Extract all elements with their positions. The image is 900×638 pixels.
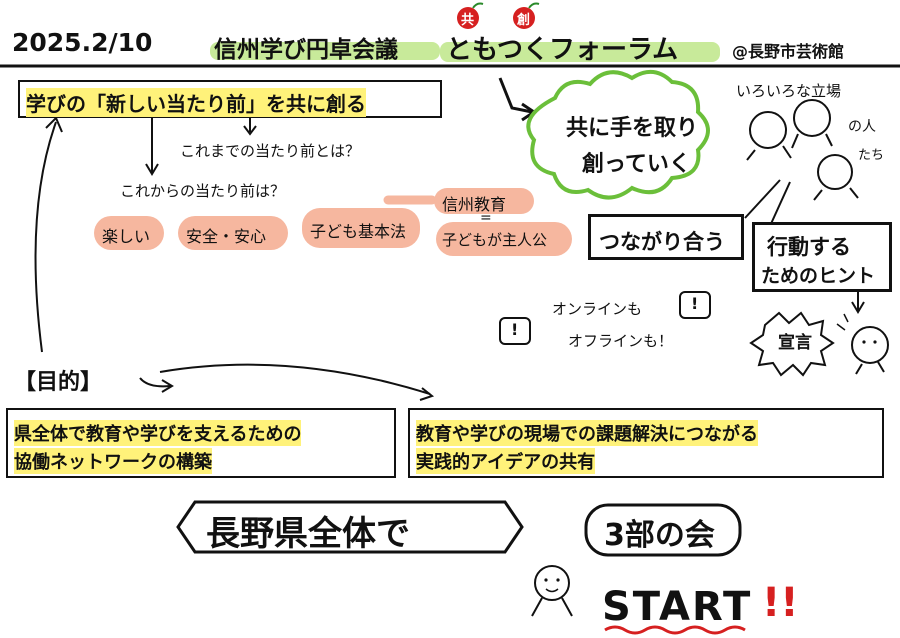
people-line3: たち <box>858 148 885 163</box>
tag-children-law: 子ども基本法 <box>302 208 420 248</box>
tag-safe: 安全・安心 <box>178 216 288 250</box>
hint-box: 行動する ためのヒント <box>752 222 892 292</box>
start-exclaim: !! <box>762 580 799 626</box>
cloud-line2: 創っていく <box>582 152 691 177</box>
conference-highlight <box>210 42 440 60</box>
declaration-burst <box>749 311 835 377</box>
connect-box: つながり合う <box>588 214 744 260</box>
three-parts-text: 3部の会 <box>604 518 715 553</box>
arrow-to-cloud <box>498 77 533 114</box>
forum-title-highlight <box>440 42 720 62</box>
connect-text: つながり合う <box>599 230 725 254</box>
tag-fun: 楽しい <box>94 216 164 250</box>
tsuku-circle <box>513 7 535 29</box>
people-group <box>746 99 859 201</box>
loop-arrow <box>34 121 57 353</box>
venue: @長野市芸術館 <box>732 42 845 61</box>
banner-shape <box>176 500 524 554</box>
start-underline <box>604 625 746 635</box>
start-person-head <box>534 565 570 601</box>
kanji-tsuku: 創 <box>517 13 531 28</box>
forum-title: ともつくフォーラム <box>446 35 679 65</box>
shinshu-title: 信州教育 <box>442 195 507 214</box>
tsuku-leaf <box>528 2 540 9</box>
people-line1: いろいろな立場 <box>736 82 842 100</box>
declaring-person-head <box>851 326 889 364</box>
speech-bubble-right <box>679 291 711 319</box>
theme-box: 学びの「新しい当たり前」を共に創る <box>18 80 442 118</box>
purpose-box2-line2: 実践的アイデアの共有 <box>416 448 596 474</box>
shinshu-tag: 信州教育 <box>434 188 534 214</box>
note-from-now: これからの当たり前は？ <box>120 182 286 200</box>
purpose-label: 【目的】 <box>14 370 103 395</box>
purpose-arrow-1 <box>139 377 171 388</box>
tomo-circle <box>457 7 479 29</box>
tag-children-protagonist: 子どもが主人公 <box>436 222 572 256</box>
online-line1: オンラインも <box>552 300 643 318</box>
banner-text: 長野県全体で <box>206 514 410 554</box>
hint-line2: ためのヒント <box>761 265 876 287</box>
speech-mark-right: ! <box>691 294 699 313</box>
event-date: 2025.2/10 <box>12 28 153 57</box>
conference-title: 信州学び円卓会議 <box>214 37 398 63</box>
kanji-tomo: 共 <box>461 13 475 28</box>
theme-text: 学びの「新しい当たり前」を共に創る <box>26 88 366 117</box>
purpose-box2-line1: 教育や学びの現場での課題解決につながる <box>416 420 758 446</box>
speech-bubble-left <box>499 317 531 345</box>
purpose-box1-line1: 県全体で教育や学びを支えるための <box>14 420 302 446</box>
hint-line1: 行動する <box>767 235 851 259</box>
online-line2: オフラインも！ <box>568 332 674 350</box>
purpose-box-2: 教育や学びの現場での課題解決につながる 実践的アイデアの共有 <box>408 408 884 478</box>
three-parts-box <box>584 503 742 557</box>
tomo-leaf <box>472 2 484 9</box>
start-text: START <box>602 584 753 630</box>
people-line2: の人 <box>848 119 876 135</box>
people-to-hint <box>769 181 791 227</box>
cloud-line1: 共に手を取り <box>566 116 699 141</box>
purpose-arrow-2 <box>159 363 431 395</box>
people-to-connect <box>744 179 781 219</box>
speech-mark-left: ! <box>511 320 519 339</box>
purpose-box-1: 県全体で教育や学びを支えるための 協働ネットワークの構築 <box>6 408 396 478</box>
note-until-now: これまでの当たり前とは？ <box>180 142 361 160</box>
shinshu-equals: = <box>480 210 492 226</box>
purpose-box1-line2: 協働ネットワークの構築 <box>14 448 212 474</box>
cloud-shape <box>526 70 710 200</box>
declaration-text: 宣言 <box>778 333 812 353</box>
